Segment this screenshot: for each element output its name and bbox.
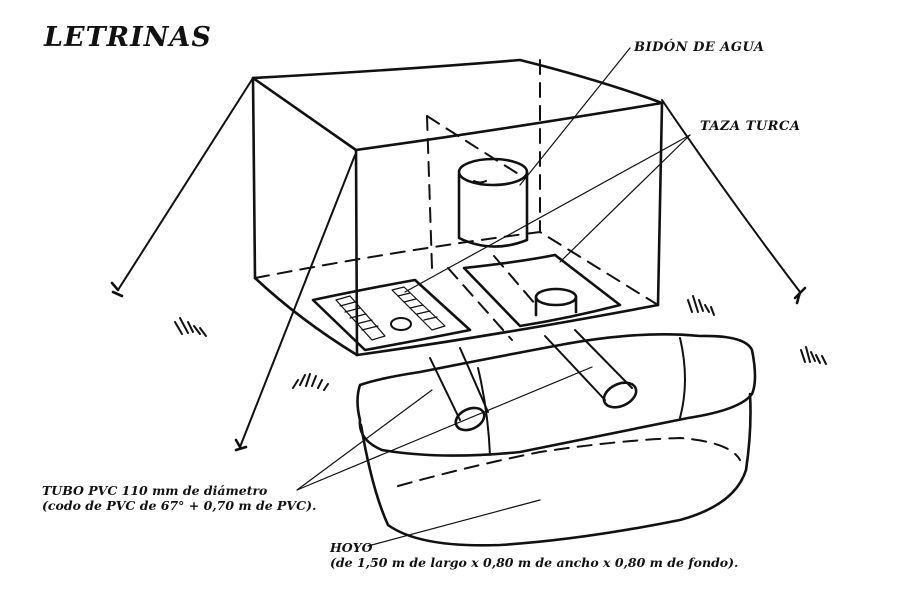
pvc-pipes: [429, 255, 638, 432]
left-slab: [311, 278, 472, 352]
grass-tufts: [174, 295, 827, 391]
label-pvc-pipe-line2: (codo de PVC de 67° + 0,70 m de PVC).: [42, 498, 317, 513]
tent-structure: [251, 58, 664, 357]
label-pit-line1: HOYO: [330, 540, 373, 555]
label-pit-line2: (de 1,50 m de largo x 0,80 m de ancho x …: [330, 555, 739, 570]
label-pit: HOYO (de 1,50 m de largo x 0,80 m de anc…: [330, 540, 738, 570]
label-water-drum: BIDÓN DE AGUA: [634, 40, 765, 55]
label-squat-toilet: TAZA TURCA: [700, 119, 801, 134]
guy-ropes: [110, 77, 807, 452]
label-pvc-pipe-line1: TUBO PVC 110 mm de diámetro: [42, 483, 268, 498]
label-pvc-pipe: TUBO PVC 110 mm de diámetro (codo de PVC…: [42, 483, 316, 513]
diagram-title: LETRINAS: [44, 22, 212, 53]
leader-lines: [296, 47, 691, 547]
water-drum: [457, 157, 529, 248]
